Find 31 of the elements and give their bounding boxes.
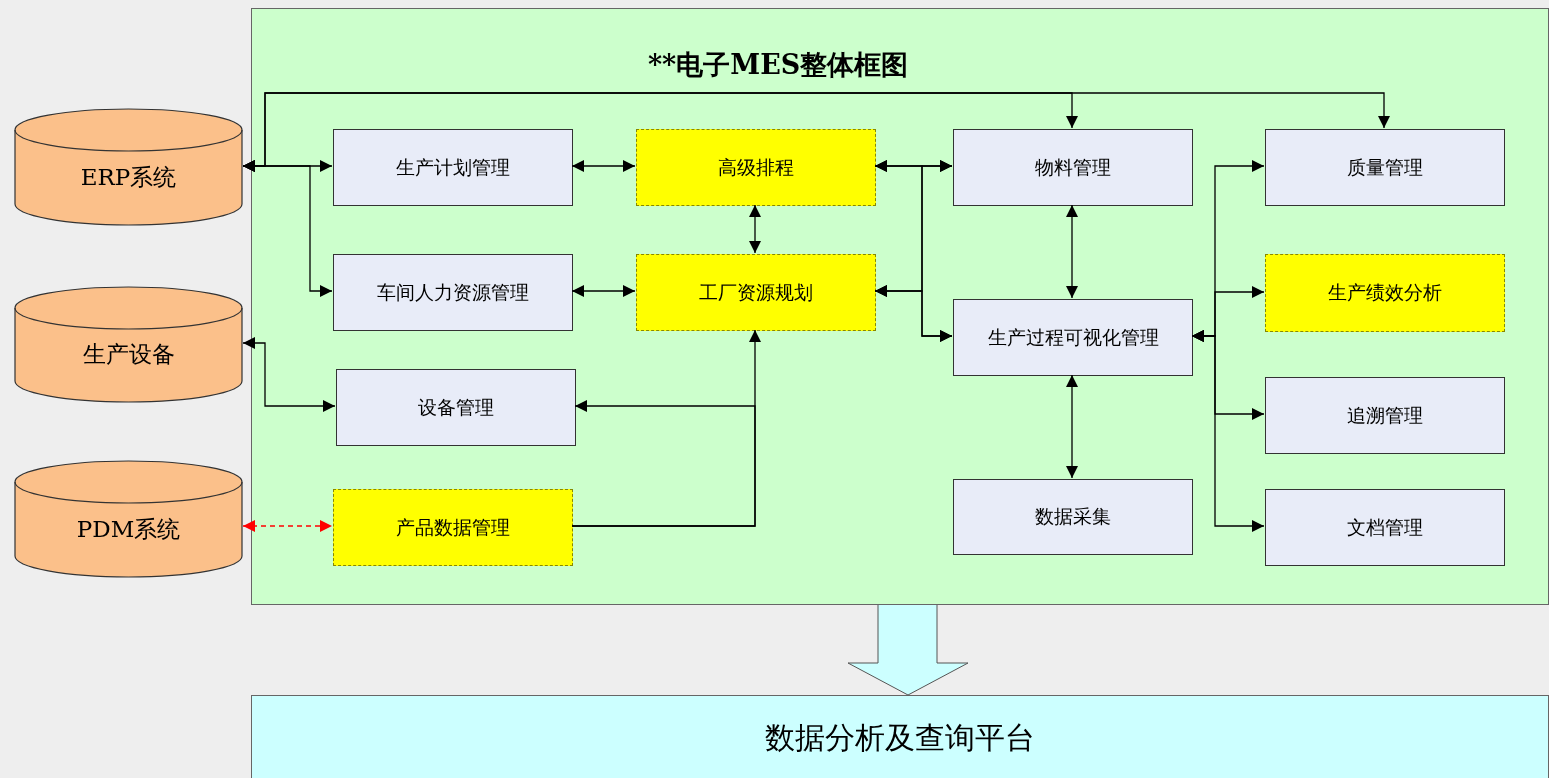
arrow xyxy=(1066,204,1078,299)
module-box: 车间人力资源管理 xyxy=(333,254,573,331)
module-box: 高级排程 xyxy=(636,129,876,206)
module-box: 工厂资源规划 xyxy=(636,254,876,331)
module-box: 设备管理 xyxy=(336,369,576,446)
database-cylinder: 生产设备 xyxy=(14,286,243,403)
diagram-title: **电子MES整体框图 xyxy=(648,48,909,82)
database-cylinder: PDM系统 xyxy=(14,460,243,578)
module-box: 产品数据管理 xyxy=(333,489,573,566)
arrow xyxy=(242,520,333,532)
panel-background xyxy=(251,8,1549,605)
arrow xyxy=(1191,330,1265,532)
module-box: 生产绩效分析 xyxy=(1265,254,1505,332)
module-box: 追溯管理 xyxy=(1265,377,1505,454)
arrow xyxy=(571,400,756,527)
arrow xyxy=(1066,374,1078,479)
platform-band: 数据分析及查询平台 xyxy=(251,695,1549,778)
block-arrow xyxy=(847,604,969,696)
arrow xyxy=(242,337,336,412)
database-cylinder: ERP系统 xyxy=(14,108,243,226)
module-box: 生产过程可视化管理 xyxy=(953,299,1193,376)
module-box: 物料管理 xyxy=(953,129,1193,206)
arrow xyxy=(571,285,636,297)
module-box: 数据采集 xyxy=(953,479,1193,555)
module-box: 生产计划管理 xyxy=(333,129,573,206)
module-box: 文档管理 xyxy=(1265,489,1505,566)
arrow xyxy=(749,204,761,254)
module-box: 质量管理 xyxy=(1265,129,1505,206)
arrow xyxy=(571,160,636,172)
arrow xyxy=(242,92,1390,172)
arrow xyxy=(874,285,953,342)
